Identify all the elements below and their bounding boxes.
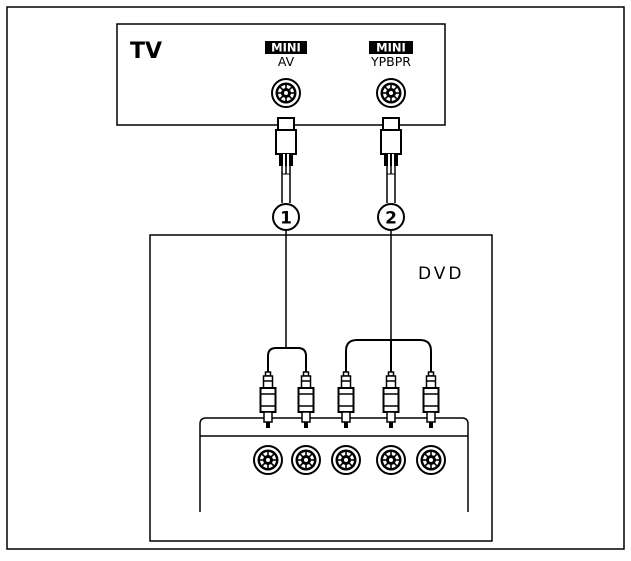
dvd-panel: DVD	[149, 234, 493, 542]
av-mini-plug-icon	[275, 117, 297, 175]
av-port-label: AV	[278, 54, 295, 69]
connection-2-number: 2	[385, 209, 397, 229]
rca-plug-1a-icon	[259, 371, 277, 429]
mini-badge-ypbpr-text: MINI	[376, 41, 406, 55]
mini-badge-av	[265, 41, 307, 54]
rca-plug-2c-icon	[422, 371, 440, 429]
dvd-jack-2-icon	[291, 445, 321, 475]
dvd-jack-1-icon	[253, 445, 283, 475]
dvd-jack-5-icon	[416, 445, 446, 475]
dvd-back-panel	[199, 417, 469, 512]
rca-plug-2b-icon	[382, 371, 400, 429]
ypbpr-mini-plug-icon	[380, 117, 402, 175]
rca-plug-2a-icon	[337, 371, 355, 429]
dvd-label: DVD	[418, 264, 465, 284]
dvd-jack-3-icon	[331, 445, 361, 475]
ypbpr-port-label: YPBPR	[370, 54, 411, 69]
mini-badge-ypbpr	[369, 41, 413, 54]
rca-plug-1b-icon	[297, 371, 315, 429]
tv-box	[116, 23, 446, 126]
tv-label: TV	[130, 39, 162, 64]
tv-panel: TV MINI AV MINI YPBPR	[116, 23, 446, 126]
connection-1-number: 1	[280, 209, 292, 229]
dvd-box	[149, 234, 493, 542]
cable-1	[267, 174, 307, 372]
mini-badge-av-text: MINI	[271, 41, 301, 55]
connection-1-marker: 1	[272, 203, 300, 231]
connection-2-marker: 2	[377, 203, 405, 231]
av-jack-icon	[271, 78, 301, 108]
cable-2	[345, 174, 432, 372]
outer-frame	[6, 6, 625, 550]
ypbpr-jack-icon	[376, 78, 406, 108]
dvd-jack-4-icon	[376, 445, 406, 475]
